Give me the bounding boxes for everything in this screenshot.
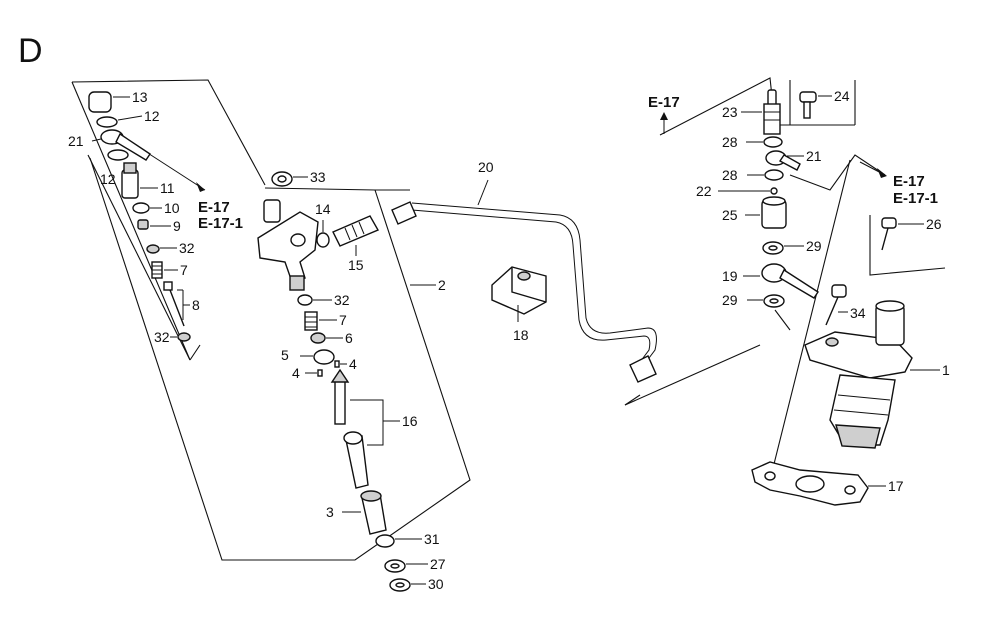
- washer-29-bottom: 29: [722, 292, 785, 308]
- washer-32-mid: 32: [297, 292, 350, 308]
- svg-text:23: 23: [722, 104, 738, 120]
- fuel-injection-pump: 1: [804, 300, 950, 449]
- svg-text:13: 13: [132, 89, 148, 105]
- svg-text:12: 12: [100, 171, 116, 187]
- svg-text:30: 30: [428, 576, 444, 592]
- banjo-21-right: 21: [765, 148, 822, 171]
- ref-e17-right: E-17: [893, 173, 925, 190]
- svg-text:24: 24: [834, 88, 850, 104]
- cap-nut: 13: [88, 89, 148, 113]
- ref-e17-1-right: E-17-1: [893, 190, 938, 207]
- svg-text:1: 1: [942, 362, 950, 378]
- nozzle-holder-3: 3: [326, 490, 387, 535]
- ref-e17-1-left: E-17-1: [198, 215, 243, 232]
- svg-text:21: 21: [806, 148, 822, 164]
- svg-text:10: 10: [164, 200, 180, 216]
- injector-body: [257, 189, 410, 291]
- retainer-5: 5: [281, 347, 335, 365]
- svg-text:4: 4: [349, 356, 357, 372]
- svg-text:34: 34: [850, 305, 866, 321]
- pin-4-right: 4: [334, 356, 357, 372]
- injector-assembly-frame: [89, 157, 471, 561]
- valve-9: 9: [137, 218, 181, 234]
- washer-28-bottom: 28: [722, 167, 784, 183]
- washer-31: 31: [375, 531, 440, 548]
- svg-text:15: 15: [348, 257, 364, 273]
- gasket-17: 17: [751, 461, 904, 506]
- svg-text:19: 19: [722, 268, 738, 284]
- svg-text:32: 32: [154, 329, 170, 345]
- o-ring-10: 10: [132, 200, 180, 216]
- bolt-23: 23: [722, 89, 781, 135]
- spring-7-mid: 7: [304, 311, 347, 331]
- svg-text:14: 14: [315, 201, 331, 217]
- svg-text:18: 18: [513, 327, 529, 343]
- washer-27: 27: [384, 556, 446, 573]
- nozzle-16: 16: [330, 368, 418, 489]
- washer-29-top: 29: [762, 238, 822, 255]
- svg-text:28: 28: [722, 134, 738, 150]
- svg-text:22: 22: [696, 183, 712, 199]
- svg-text:16: 16: [402, 413, 418, 429]
- washer-28-top: 28: [722, 134, 783, 150]
- ref-e17-left: E-17: [198, 199, 230, 216]
- holder-11: 11: [121, 162, 175, 199]
- reference-top-right: E-17: [648, 94, 680, 134]
- svg-text:5: 5: [281, 347, 289, 363]
- holder-25: 25: [722, 196, 787, 229]
- svg-text:17: 17: [888, 478, 904, 494]
- pin-4-left: 4: [292, 365, 323, 381]
- banjo-fitting-21: 21: [68, 129, 151, 161]
- callout-2: 2: [410, 277, 446, 293]
- rod-8: 8: [163, 281, 200, 327]
- section-letter: D: [18, 32, 43, 70]
- svg-text:2: 2: [438, 277, 446, 293]
- reference-right: E-17 E-17-1: [859, 161, 938, 207]
- svg-text:9: 9: [173, 218, 181, 234]
- svg-text:28: 28: [722, 167, 738, 183]
- svg-text:7: 7: [180, 262, 188, 278]
- washer-32-bottom: 32: [154, 329, 191, 345]
- svg-text:31: 31: [424, 531, 440, 547]
- ref-e17-top: E-17: [648, 94, 680, 111]
- svg-text:7: 7: [339, 312, 347, 328]
- svg-text:6: 6: [345, 330, 353, 346]
- svg-text:25: 25: [722, 207, 738, 223]
- svg-text:29: 29: [806, 238, 822, 254]
- clamp-18: 18: [491, 266, 547, 343]
- washer-14: 14: [315, 201, 331, 248]
- svg-text:33: 33: [310, 169, 326, 185]
- svg-text:32: 32: [334, 292, 350, 308]
- bolt-26: 26: [881, 216, 942, 251]
- svg-text:26: 26: [926, 216, 942, 232]
- washer-12-bottom: 12: [100, 149, 129, 187]
- seat-6: 6: [310, 330, 353, 346]
- svg-text:12: 12: [144, 108, 160, 124]
- connector-15: 15: [332, 215, 379, 273]
- washer-30: 30: [389, 576, 444, 592]
- washer-12-top: 12: [96, 108, 160, 128]
- washer-33: 33: [271, 169, 326, 187]
- svg-text:8: 8: [192, 297, 200, 313]
- svg-text:29: 29: [722, 292, 738, 308]
- washer-32-top: 32: [146, 240, 195, 256]
- svg-text:21: 21: [68, 133, 84, 149]
- banjo-19: 19: [722, 263, 819, 299]
- svg-text:27: 27: [430, 556, 446, 572]
- svg-text:11: 11: [160, 180, 175, 196]
- bolt-24: 24: [799, 88, 850, 119]
- fuel-pipe: 20: [391, 159, 657, 383]
- svg-text:20: 20: [478, 159, 494, 175]
- svg-text:32: 32: [179, 240, 195, 256]
- spring-7-left: 7: [151, 261, 188, 279]
- reference-left: E-17 E-17-1: [139, 147, 243, 232]
- ball-22: 22: [696, 183, 778, 199]
- left-assembly-frame: [71, 79, 266, 361]
- bolt-34: 34: [825, 284, 866, 326]
- svg-text:3: 3: [326, 504, 334, 520]
- svg-text:4: 4: [292, 365, 300, 381]
